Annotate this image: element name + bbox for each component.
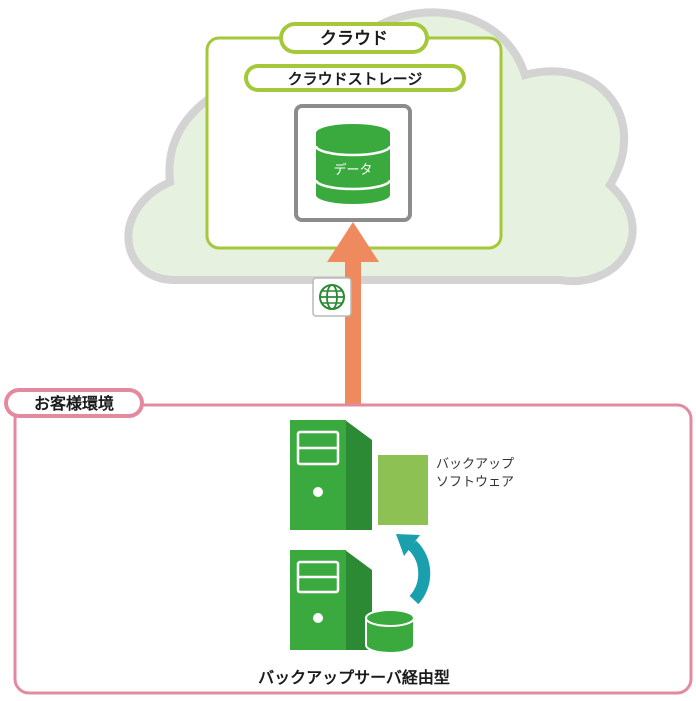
data-box: データ [294, 104, 412, 222]
disk-cylinder-icon [365, 609, 415, 654]
customer-title: お客様環境 [34, 394, 114, 413]
cloud-storage-label: クラウドストレージ [288, 70, 423, 88]
backup-server-icon [290, 420, 372, 530]
customer-frame [13, 403, 693, 695]
database-icon [314, 124, 392, 204]
client-server-icon [290, 550, 372, 650]
transfer-arrow [396, 534, 431, 605]
software-package-icon [378, 455, 428, 525]
cloud-storage-pill: クラウドストレージ [244, 64, 466, 92]
diagram-caption: バックアップサーバ経由型 [258, 668, 450, 687]
software-label-line2: ソフトウェア [436, 475, 514, 490]
customer-title-tab: お客様環境 [4, 388, 144, 418]
upload-arrow [327, 222, 379, 420]
data-label: データ [333, 162, 372, 178]
globe-icon [312, 277, 352, 317]
cloud-title-tab: クラウド [279, 22, 429, 54]
software-label-line1: バックアップ [436, 457, 514, 472]
cloud-title: クラウド [320, 29, 388, 49]
